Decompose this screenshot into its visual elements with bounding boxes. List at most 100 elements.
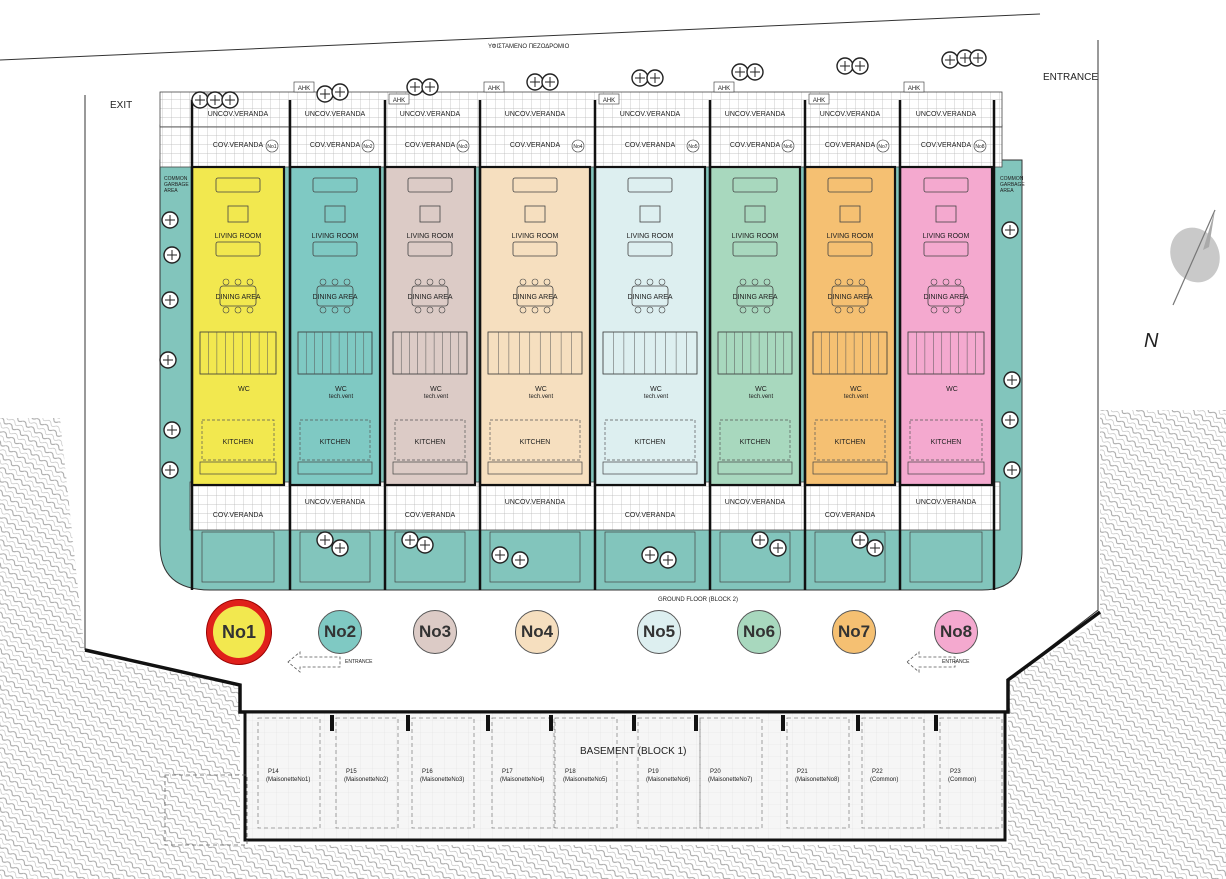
front-garden (299, 531, 371, 583)
kitchen-label: KITCHEN (520, 439, 551, 446)
uncov-veranda-label: UNCOV.VERANDA (208, 111, 269, 118)
unit-badge-No8[interactable]: No8 (934, 610, 978, 654)
parking-code-label: P17 (502, 769, 513, 775)
parking-bay-P16[interactable]: P16(MaisonetteNo3) (406, 715, 475, 829)
parking-owner-label: (MaisonetteNo8) (795, 777, 839, 783)
unit-tag-icon (973, 139, 987, 153)
uncov-veranda-label: UNCOV.VERANDA (725, 111, 786, 118)
parking-bay-P20[interactable]: P20(MaisonetteNo7) (694, 715, 763, 829)
uncov-veranda-label: UNCOV.VERANDA (400, 111, 461, 118)
kitchen-label: KITCHEN (931, 439, 962, 446)
unit-badge-No1[interactable]: No1 (207, 600, 271, 664)
cov-veranda-label: COV.VERANDA (213, 512, 264, 519)
wc-label: WC (946, 386, 958, 393)
parking-bay-P18[interactable]: P18(MaisonetteNo5) (549, 715, 618, 829)
unit-badge-No2[interactable]: No2 (318, 610, 362, 654)
cov-veranda-label: COV.VERANDA (405, 142, 456, 149)
tree-icon (1001, 411, 1019, 429)
unit-floor (898, 165, 994, 487)
parking-code-label: P16 (422, 769, 433, 775)
unit-badge-No5[interactable]: No5 (637, 610, 681, 654)
kitchen-counter-icon (717, 419, 793, 475)
parking-bay-P15[interactable]: P15(MaisonetteNo2) (330, 715, 399, 829)
tree-icon (1003, 371, 1021, 389)
tree-icon (659, 551, 677, 569)
cov-veranda-label: COV.VERANDA (510, 142, 561, 149)
dining-area-label: DINING AREA (827, 294, 872, 301)
unit-tag-label: No7 (878, 144, 887, 150)
dining-area-label: DINING AREA (407, 294, 452, 301)
sofa-icon (215, 177, 261, 257)
unit-floor (593, 165, 707, 487)
staircase-icon (812, 331, 888, 375)
tree-icon (751, 531, 769, 549)
unit-badge-No6[interactable]: No6 (737, 610, 781, 654)
tree-icon (526, 73, 544, 91)
unit-tag-icon (781, 139, 795, 153)
dining-area-label: DINING AREA (732, 294, 777, 301)
parking-bay-P14[interactable]: P14(MaisonetteNo1) (257, 717, 321, 829)
unit-badge-No7[interactable]: No7 (832, 610, 876, 654)
tree-icon (159, 351, 177, 369)
parking-bay-P21[interactable]: P21(MaisonetteNo8) (781, 715, 850, 829)
tree-icon (316, 85, 334, 103)
sofa-icon (407, 177, 453, 257)
tree-icon (541, 73, 559, 91)
tree-icon (836, 57, 854, 75)
tree-icon (1003, 461, 1021, 479)
cov-veranda-label: COV.VERANDA (825, 142, 876, 149)
tree-icon (746, 63, 764, 81)
unit-badge-No3[interactable]: No3 (413, 610, 457, 654)
unit-badge-No4[interactable]: No4 (515, 610, 559, 654)
tree-icon (511, 551, 529, 569)
parking-code-label: P22 (872, 769, 883, 775)
wc-label: WC (850, 386, 862, 393)
unit-tag-icon (456, 139, 470, 153)
ahk-box (388, 93, 410, 105)
parking-bay-P23[interactable]: P23(Common) (934, 715, 1003, 829)
uncov-veranda-label: UNCOV.VERANDA (916, 499, 977, 506)
dining-area-label: DINING AREA (923, 294, 968, 301)
parking-bay-P19[interactable]: P19(MaisonetteNo6) (632, 715, 701, 829)
living-room-label: LIVING ROOM (215, 233, 262, 240)
dining-table-icon (316, 278, 354, 314)
unit-tag-label: No1 (267, 144, 276, 150)
ahk-label: AHK (488, 86, 500, 92)
entrance-arrow-right-icon (906, 651, 956, 673)
top-yard (159, 91, 1003, 128)
unit-tag-label: No4 (573, 144, 582, 150)
sofa-icon (627, 177, 673, 257)
kitchen-counter-icon (907, 419, 985, 475)
tree-icon (866, 539, 884, 557)
living-room-label: LIVING ROOM (407, 233, 454, 240)
entrance-arrow-right-label: ENTRANCE (942, 659, 970, 665)
tree-icon (1001, 221, 1019, 239)
kitchen-label: KITCHEN (223, 439, 254, 446)
parking-code-label: P14 (268, 769, 279, 775)
ahk-label: AHK (603, 98, 615, 104)
dining-table-icon (219, 278, 257, 314)
tree-icon (416, 536, 434, 554)
parking-bay-P17[interactable]: P17(MaisonetteNo4) (486, 715, 555, 829)
exit-label: EXIT (110, 100, 133, 111)
ground-floor-label: GROUND FLOOR (BLOCK 2) (658, 597, 739, 603)
tree-icon (221, 91, 239, 109)
tree-icon (161, 461, 179, 479)
staircase-icon (487, 331, 583, 375)
tree-icon (421, 78, 439, 96)
tree-icon (161, 291, 179, 309)
front-garden (201, 531, 275, 583)
parking-bay-P22[interactable]: P22(Common) (856, 715, 925, 829)
staircase-icon (297, 331, 373, 375)
wc-label: WC (238, 386, 250, 393)
parking-code-label: P20 (710, 769, 721, 775)
uncov-veranda-label: UNCOV.VERANDA (505, 111, 566, 118)
